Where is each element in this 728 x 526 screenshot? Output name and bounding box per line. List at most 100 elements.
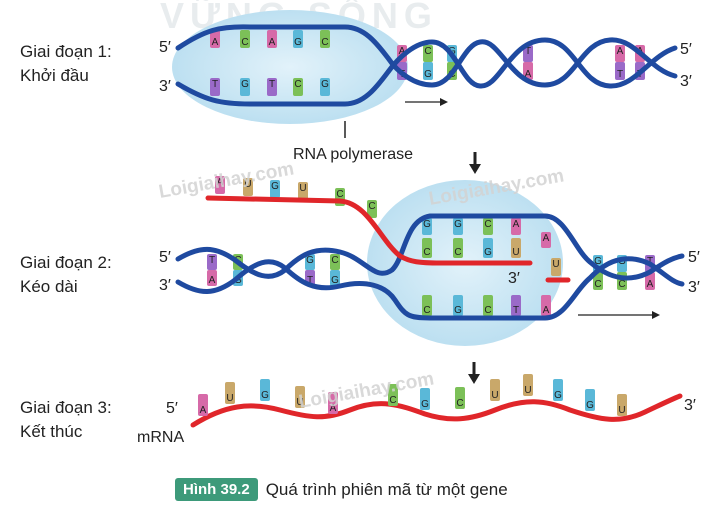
stage1-5prime-left: 5′ (159, 39, 171, 56)
stage2-left-bottom-base: G (330, 270, 340, 286)
stage2-name: Kéo dài (20, 277, 78, 296)
mrna-base: G (260, 379, 270, 401)
stage2-5prime-right: 5′ (688, 249, 700, 266)
svg-text:U: U (512, 247, 519, 258)
svg-text:T: T (212, 79, 218, 90)
stage1-base-top: A (267, 30, 277, 48)
stage1-name: Khởi đầu (20, 66, 89, 85)
svg-text:A: A (647, 279, 654, 290)
svg-text:G: G (484, 247, 492, 258)
svg-text:U: U (618, 405, 625, 416)
svg-text:G: G (424, 69, 432, 80)
stage1-helix-bottom: A (523, 62, 533, 80)
mrna-base: A (328, 392, 338, 414)
figure-caption-text: Quá trình phiên mã từ một gene (265, 479, 508, 499)
stage1-base-top: C (240, 30, 250, 48)
stage2-3prime-left: 3′ (159, 277, 171, 294)
stage2-5prime-left: 5′ (159, 249, 171, 266)
svg-text:A: A (217, 177, 224, 188)
direction-arrow-stage2 (578, 311, 660, 319)
stage3-title: Giai đoạn 3: (20, 398, 112, 417)
svg-text:C: C (368, 201, 375, 212)
svg-text:C: C (594, 279, 601, 290)
svg-text:G: G (586, 400, 594, 411)
mrna-base: C (455, 387, 465, 409)
stage1-base-top: A (210, 30, 220, 48)
svg-text:T: T (513, 305, 519, 316)
svg-text:A: A (399, 46, 406, 57)
svg-text:C: C (294, 79, 301, 90)
stage2-rna-base: C (453, 238, 463, 258)
svg-text:G: G (421, 399, 429, 410)
mrna-label: mRNA (137, 429, 184, 446)
stage2-template-base: T (511, 295, 521, 316)
svg-text:G: G (241, 79, 249, 90)
stage2-rna-strand (205, 195, 533, 266)
svg-text:C: C (241, 37, 248, 48)
svg-text:G: G (454, 305, 462, 316)
stage1-helix-top: T (523, 45, 533, 62)
stage1-base-top: G (293, 30, 303, 48)
stage1-base-bottom: G (240, 78, 250, 96)
stage1-base-bottom: T (210, 78, 220, 96)
svg-text:G: G (554, 390, 562, 401)
stage3-label: Giai đoạn 3: Kết thúc (20, 396, 112, 444)
svg-text:G: G (454, 219, 462, 230)
stage2-rna-base: C (422, 238, 432, 258)
stage2-rna-tail-base: U (298, 182, 308, 200)
svg-text:G: G (321, 79, 329, 90)
stage2-template-base: G (453, 295, 463, 316)
svg-text:C: C (484, 219, 491, 230)
svg-text:G: G (271, 181, 279, 192)
svg-text:A: A (269, 37, 276, 48)
stage2-rna-base: G (483, 238, 493, 258)
svg-text:U: U (226, 393, 233, 404)
down-arrow-1 (469, 152, 481, 174)
svg-text:C: C (423, 305, 430, 316)
incoming-a-nucleotide: A (541, 232, 551, 248)
svg-text:A: A (543, 233, 550, 244)
svg-text:G: G (594, 256, 602, 267)
rna-polymerase-label: RNA polymerase (293, 146, 413, 163)
mrna-base: U (295, 386, 305, 408)
stage2-template-base: C (422, 295, 432, 316)
svg-text:A: A (200, 405, 207, 416)
svg-text:T: T (307, 275, 313, 286)
svg-text:G: G (294, 37, 302, 48)
svg-text:T: T (209, 255, 215, 266)
mrna-base: G (553, 379, 563, 401)
svg-text:G: G (423, 219, 431, 230)
stage2-rna-tail-base: U (243, 178, 253, 196)
svg-text:A: A (543, 305, 550, 316)
svg-text:T: T (269, 79, 275, 90)
svg-text:C: C (618, 279, 625, 290)
svg-text:A: A (525, 69, 532, 80)
stage1-helix-bottom: G (423, 62, 433, 80)
stage2-label: Giai đoạn 2: Kéo dài (20, 251, 112, 299)
stage1-base-bottom: C (293, 78, 303, 96)
stage2-coding-base: A (511, 218, 521, 235)
stage2-title: Giai đoạn 2: (20, 253, 112, 272)
stage1-base-top: C (320, 30, 330, 48)
mrna-base: U (225, 382, 235, 404)
stage1-helix-top: A (615, 45, 625, 62)
svg-text:U: U (296, 397, 303, 408)
stage2-template-base: C (483, 295, 493, 316)
mrna-strand (190, 393, 683, 428)
svg-text:G: G (331, 275, 339, 286)
mrna-base: C (388, 384, 398, 406)
svg-text:C: C (424, 46, 431, 57)
svg-text:G: G (306, 255, 314, 266)
stage1-base-bottom: T (267, 78, 277, 96)
stage1-3prime-right: 3′ (680, 73, 692, 90)
stage1-5prime-right: 5′ (680, 41, 692, 58)
svg-text:C: C (321, 37, 328, 48)
stage2-right-bottom-base: C (593, 272, 603, 290)
svg-text:A: A (209, 275, 216, 286)
stage3-name: Kết thúc (20, 422, 83, 441)
stage1-polymerase-bubble (172, 10, 408, 124)
svg-text:U: U (491, 390, 498, 401)
mrna-base: G (420, 388, 430, 410)
stage2-rna-base: U (511, 238, 521, 258)
